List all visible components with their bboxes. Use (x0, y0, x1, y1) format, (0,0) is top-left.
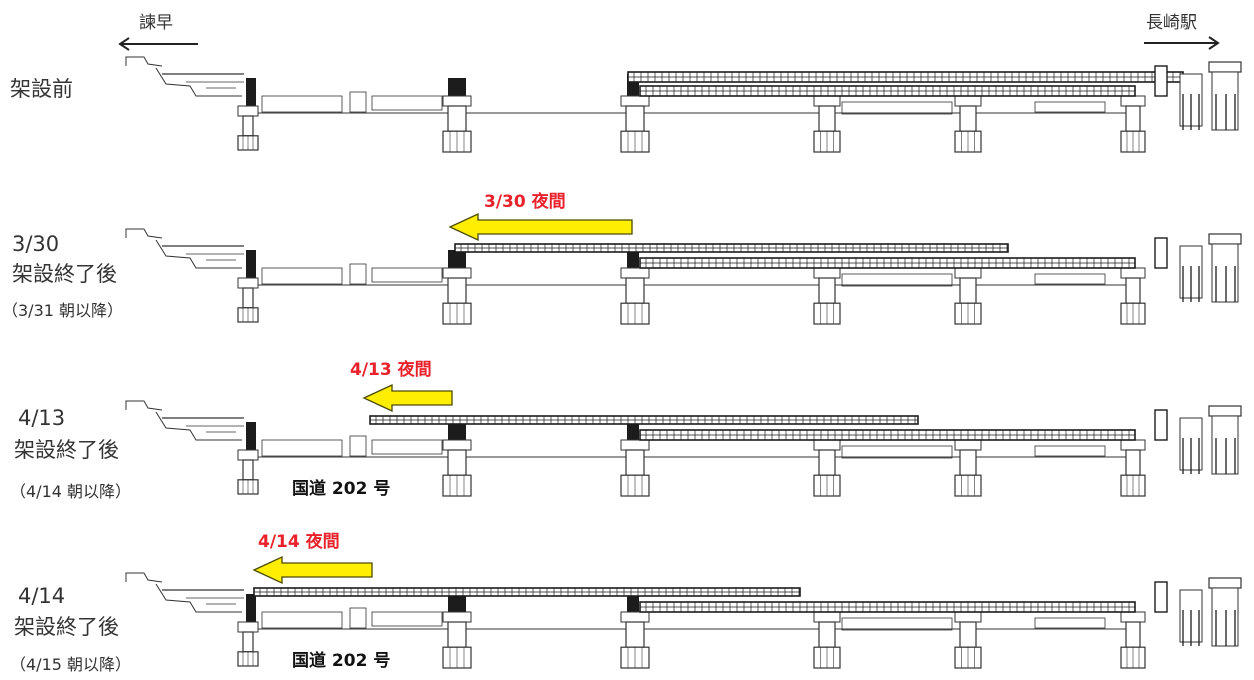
pier (620, 611, 650, 669)
deck-outline (261, 95, 343, 113)
deck-outline (349, 91, 367, 113)
stage-0413-label: 架設終了後 (14, 438, 119, 462)
launching-girder (627, 71, 1184, 83)
pier (954, 611, 982, 669)
stage-0330-date: 3/30 (12, 232, 60, 256)
deck-outline (841, 445, 953, 459)
deck-outline (371, 267, 443, 283)
arrow-left-icon (118, 37, 198, 51)
stage-0414-label: 架設終了後 (14, 615, 119, 639)
pier-cap (448, 78, 466, 100)
right-end-structure (1154, 577, 1242, 647)
pier (237, 105, 259, 151)
pier-cap (246, 422, 256, 460)
left-abutment (125, 572, 244, 613)
pier (1120, 95, 1146, 153)
pier (620, 95, 650, 153)
launch-direction-arrow (362, 383, 453, 413)
left-abutment (125, 228, 244, 269)
pier (442, 267, 472, 325)
right-end-structure (1154, 61, 1242, 131)
deck-outline (1034, 617, 1106, 629)
pier (813, 267, 841, 325)
launching-girder (454, 243, 1009, 253)
stage-0414-road-label: 国道 202 号 (292, 651, 391, 671)
pier (620, 439, 650, 497)
pier (620, 267, 650, 325)
deck-outline (841, 273, 953, 287)
launch-direction-arrow (252, 555, 373, 585)
stage-0413-night-label: 4/13 夜間 (350, 360, 432, 380)
right-end-structure (1154, 405, 1242, 475)
pier (1120, 267, 1146, 325)
pier (813, 95, 841, 153)
direction-right-label: 長崎駅 (1146, 13, 1197, 33)
stage-0413-date: 4/13 (18, 406, 66, 430)
pier (813, 439, 841, 497)
pier-cap (246, 594, 256, 632)
right-end-structure (1154, 233, 1242, 303)
deck-outline (261, 611, 343, 629)
deck-outline (349, 263, 367, 285)
launch-direction-arrow (448, 212, 633, 242)
direction-left-label: 諫早 (139, 13, 173, 33)
deck-outline (371, 95, 443, 111)
deck-outline (1034, 445, 1106, 457)
pier (442, 95, 472, 153)
deck-outline (371, 611, 443, 627)
pier (442, 439, 472, 497)
deck-outline (1034, 273, 1106, 285)
stage-0414-date: 4/14 (18, 584, 66, 608)
pier-cap (448, 422, 466, 444)
pier (813, 611, 841, 669)
stage-0414-note: （4/15 朝以降） (10, 655, 132, 674)
stage-0330-night-label: 3/30 夜間 (484, 192, 566, 212)
existing-girder (639, 85, 1136, 97)
pier-cap (246, 78, 256, 116)
left-abutment (125, 56, 244, 97)
pier (1120, 439, 1146, 497)
pier-cap (246, 250, 256, 288)
stage-0330-note: （3/31 朝以降） (2, 301, 124, 320)
launching-girder (253, 587, 801, 597)
arrow-right-icon (1144, 36, 1220, 50)
stage-0414-night-label: 4/14 夜間 (258, 532, 340, 552)
pier (954, 439, 982, 497)
pier (954, 267, 982, 325)
existing-girder (639, 257, 1136, 269)
pier-cap (448, 594, 466, 616)
deck-outline (841, 101, 953, 115)
deck-outline (261, 267, 343, 285)
pier (237, 449, 259, 495)
pier (442, 611, 472, 669)
stage-0330-label: 架設終了後 (12, 262, 117, 286)
deck-outline (1034, 101, 1106, 113)
pier (954, 95, 982, 153)
deck-outline (349, 607, 367, 629)
existing-girder (639, 601, 1136, 613)
pier (237, 277, 259, 323)
pier (1120, 611, 1146, 669)
deck-outline (261, 439, 343, 457)
stage-before-label: 架設前 (10, 77, 73, 101)
pier-cap (448, 250, 466, 272)
deck-outline (371, 439, 443, 455)
deck-outline (349, 435, 367, 457)
pier (237, 621, 259, 667)
stage-0413-road-label: 国道 202 号 (292, 479, 391, 499)
launching-girder (369, 415, 919, 425)
deck-outline (841, 617, 953, 631)
left-abutment (125, 400, 244, 441)
stage-0413-note: （4/14 朝以降） (10, 482, 132, 501)
existing-girder (639, 429, 1136, 441)
